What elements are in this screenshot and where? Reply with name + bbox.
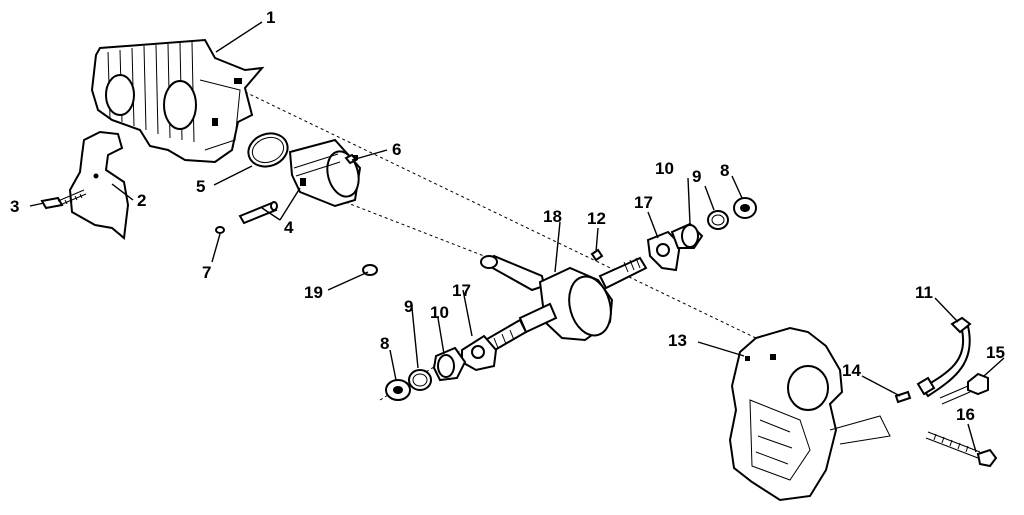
part-nut-left: [385, 379, 411, 401]
part-bearing-right: [670, 222, 704, 249]
callout-10-right: 10: [655, 159, 674, 178]
assembly-center-lines: [244, 91, 761, 401]
callout-3: 3: [10, 197, 19, 216]
part-pin-14: [894, 390, 912, 404]
callout-2: 2: [137, 191, 146, 210]
callout-1: 1: [266, 8, 275, 27]
callout-14: 14: [842, 361, 861, 380]
part-retainer-7: [215, 226, 225, 234]
callout-13: 13: [668, 331, 687, 350]
callout-7: 7: [202, 263, 211, 282]
part-heat-shield: [68, 130, 130, 240]
part-seal-plate-right: [646, 230, 682, 272]
callout-11: 11: [915, 283, 933, 302]
part-seal-plate-left: [461, 334, 498, 372]
part-crankshaft: [480, 256, 648, 356]
callout-19: 19: [304, 283, 323, 302]
part-ring-right: [707, 210, 729, 230]
callout-15: 15: [986, 343, 1005, 362]
callout-17-left: 17: [452, 281, 471, 300]
part-piston-ring: [247, 132, 289, 168]
callout-labels: 1 2 3 4 5 6 7 8 8 9 9 10 10 11 12 13 14 …: [10, 8, 1005, 424]
part-ring-left: [408, 369, 432, 391]
callout-12: 12: [587, 209, 606, 228]
part-crankcase: [728, 326, 891, 502]
callout-9-left: 9: [404, 297, 413, 316]
part-impulse-hose: [916, 316, 972, 398]
callout-9-right: 9: [692, 167, 701, 186]
callout-10-left: 10: [430, 303, 449, 322]
part-bearing-left: [432, 346, 467, 382]
callout-5: 5: [196, 177, 205, 196]
part-screw-16: [925, 431, 998, 468]
leader-lines: [29, 21, 1005, 453]
part-piston: [288, 138, 362, 208]
callout-8-right: 8: [720, 161, 729, 180]
part-wrist-pin: [238, 201, 278, 225]
part-nut-right: [733, 197, 757, 219]
callout-16: 16: [956, 405, 975, 424]
part-bolt-15: [939, 372, 989, 405]
part-key-12: [590, 248, 604, 262]
callout-17-right: 17: [634, 193, 653, 212]
part-clip-6: [344, 153, 358, 165]
part-cylinder: [90, 38, 265, 164]
callout-18: 18: [543, 207, 562, 226]
callout-6: 6: [392, 140, 401, 159]
part-connecting-rod: [479, 254, 546, 292]
part-screw-3: [40, 189, 87, 210]
callout-8-left: 8: [380, 334, 389, 353]
callout-4: 4: [284, 218, 294, 237]
